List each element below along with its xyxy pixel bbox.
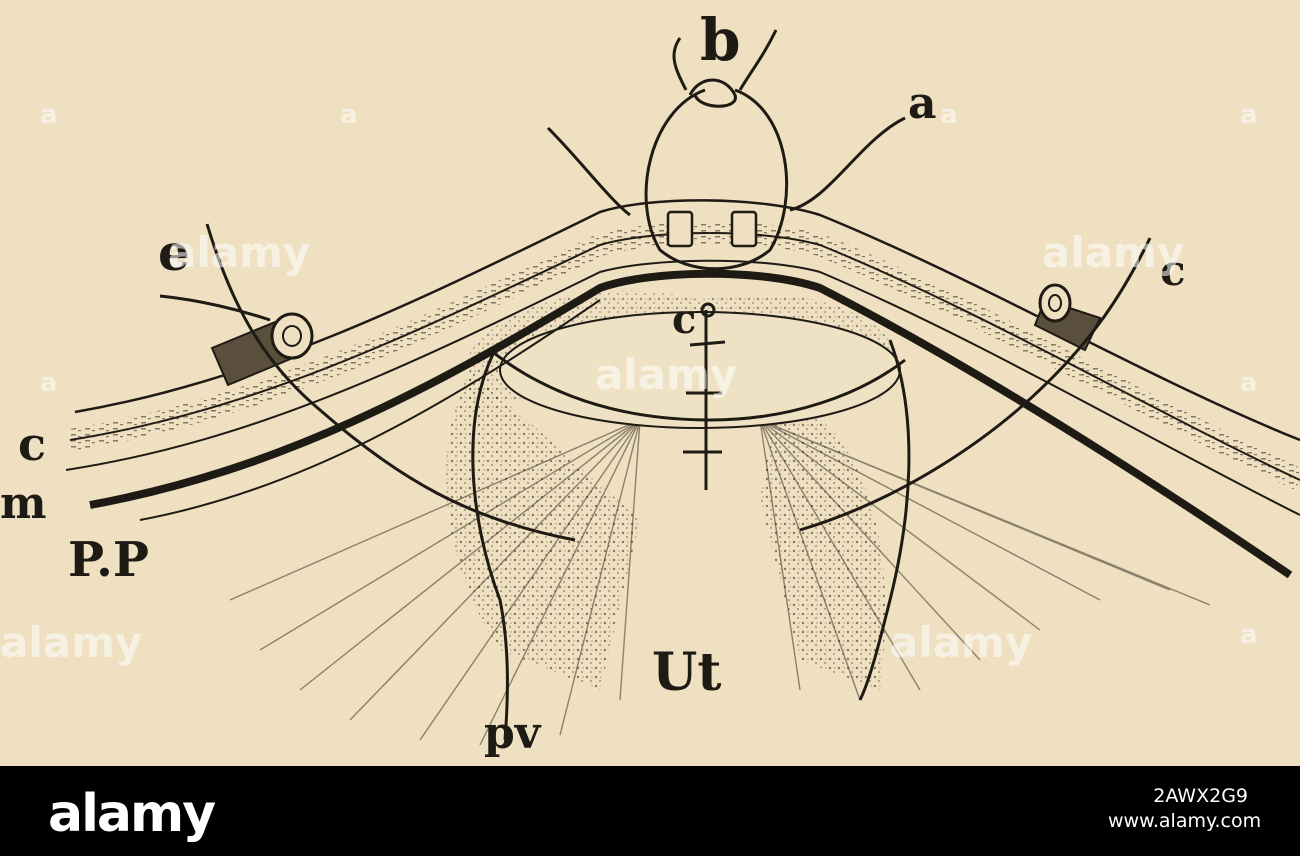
alamy-logo: alamy [48,784,216,844]
watermark-mark: a [940,100,958,130]
watermark: alamy [1042,228,1185,277]
abdominal-wall [65,199,1300,579]
image-reference: 2AWX2G9 www.alamy.com [1108,784,1262,834]
watermark-mark: a [40,368,58,398]
watermark: alamy [890,618,1033,667]
label-c-center: c [672,296,696,343]
label-b: b [700,6,741,74]
label-c-left: c [18,417,46,471]
left-tube [210,312,314,387]
right-tube [1033,283,1102,352]
suture-threads [159,29,1152,741]
label-m: m [0,478,47,529]
stock-footer [0,766,1300,856]
suture-blocks [666,210,758,248]
label-c-right: c [1160,246,1186,295]
watermark-mark: a [340,100,358,130]
label-e: e [158,223,190,282]
watermark-mark: a [1240,100,1258,130]
watermark-mark: a [1240,620,1258,650]
central-suture-line [683,302,726,490]
label-ut: Ut [652,642,721,703]
site-url: www.alamy.com [1108,810,1262,832]
watermark-mark: a [40,100,58,130]
label-pv: pv [484,708,542,759]
watermark: alamy [595,350,738,399]
suture-diagram: b a e c c c m P.P Ut pv [0,0,1300,766]
label-pp: P.P [68,532,149,588]
label-a: a [908,78,937,129]
watermark-mark: a [1240,368,1258,398]
watermark: alamy [0,618,143,667]
image-id: 2AWX2G9 [1153,785,1248,807]
watermark: alamy [168,228,311,277]
